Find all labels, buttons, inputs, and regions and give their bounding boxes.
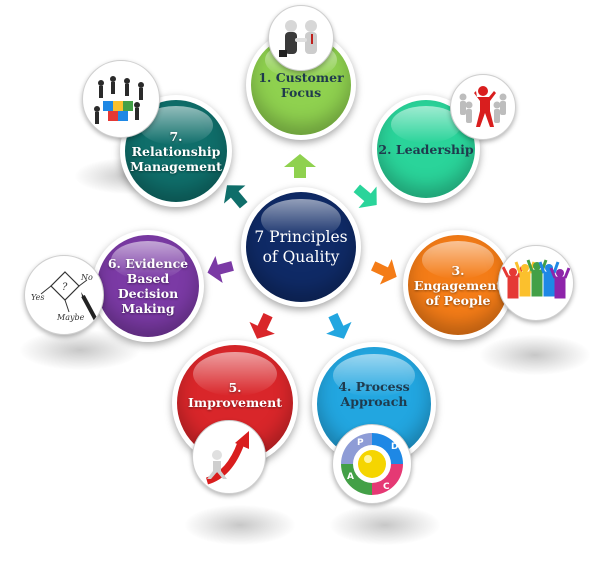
principle-label-line: Focus (280, 85, 322, 100)
principle-label-line: 2. Leadership (378, 141, 474, 157)
team-celebration-icon (501, 259, 571, 299)
shadow-improvement (185, 505, 295, 545)
arrow-to-leadership (353, 184, 377, 209)
principle-label-line: Based (126, 271, 170, 286)
shadow-process (330, 505, 440, 545)
principle-label-line: 7. (169, 128, 183, 144)
principle-label-line: Decision (117, 286, 179, 301)
decision-word-yes: Yes (31, 293, 44, 302)
center-circle: 7 Principles of Quality (241, 187, 361, 307)
principle-label-line: Engagement (413, 277, 503, 293)
thumb-process-approach: P D C A (332, 424, 412, 504)
decision-sketch-icon: ? No Yes Maybe (31, 271, 99, 323)
shadow-engagement (480, 335, 590, 375)
thumb-customer-focus (268, 5, 334, 71)
thumb-evidence-based-decision-making: ? No Yes Maybe (24, 255, 104, 335)
principle-label-line: 3. (451, 262, 465, 278)
decision-word-maybe: Maybe (56, 313, 85, 322)
pdca-letter-a: A (347, 472, 354, 482)
principle-label-line: 4. Process (338, 379, 410, 394)
thumb-leadership (450, 74, 516, 140)
principle-engagement-of-people: 3. Engagement of People (403, 230, 513, 340)
principle-label-line: 6. Evidence (107, 256, 189, 271)
thumb-improvement (192, 420, 266, 494)
principle-label-line: 1. Customer (258, 70, 344, 85)
principle-label-line: Improvement (188, 395, 282, 410)
principle-leadership: 2. Leadership (372, 95, 480, 203)
pdca-letter-d: D (391, 442, 398, 452)
handshake-icon (279, 20, 317, 57)
arrow-to-process (326, 313, 352, 339)
pdca-letter-c: C (383, 482, 390, 492)
principle-label-line: Management (130, 158, 222, 174)
arrow-to-engagement (371, 259, 397, 285)
pdca-letter-p: P (357, 438, 364, 448)
arrow-to-relationship (223, 185, 248, 209)
center-title-line1: 7 Principles (254, 228, 348, 246)
shadow-evidence (20, 330, 140, 370)
principle-label-line: of People (425, 292, 491, 308)
arrow-to-improvement (249, 313, 275, 339)
center-title-line2: of Quality (262, 248, 340, 266)
principle-label-line: 5. (228, 380, 242, 395)
arrow-to-customer-focus (284, 154, 316, 178)
decision-word-no: No (80, 273, 93, 282)
arrow-to-evidence (207, 255, 234, 284)
rising-arrow-icon (205, 431, 249, 485)
leader-figure-icon (459, 86, 507, 127)
thumb-engagement-of-people (498, 245, 574, 321)
thumb-relationship-management (82, 60, 160, 138)
principle-evidence-based-decision-making: 6. Evidence Based Decision Making (92, 230, 204, 342)
decision-question-mark: ? (62, 282, 68, 293)
pdca-cycle-icon: P D C A (341, 433, 403, 495)
principle-label-line: Relationship (131, 143, 221, 159)
business-network-icon (94, 76, 144, 124)
principle-label-line: Approach (340, 394, 408, 409)
principle-label-line: Making (121, 301, 175, 316)
